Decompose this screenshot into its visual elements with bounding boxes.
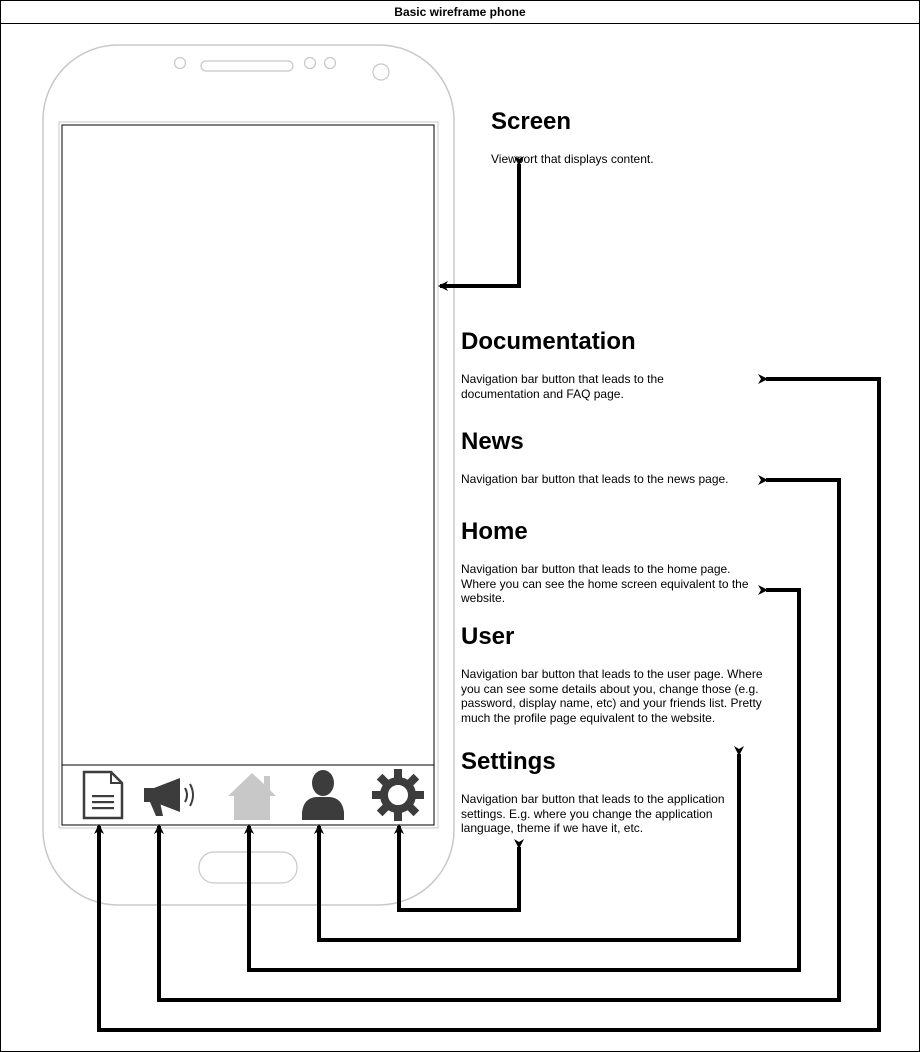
note-settings-heading: Settings bbox=[461, 748, 556, 775]
note-settings: Settings Navigation bar button that lead… bbox=[461, 748, 741, 836]
note-documentation-heading: Documentation bbox=[461, 328, 636, 355]
note-documentation-text: Navigation bar button that leads to the … bbox=[461, 372, 664, 401]
note-user-text: Navigation bar button that leads to the … bbox=[461, 667, 763, 725]
arrow-documentation bbox=[94, 374, 881, 1032]
connectors bbox=[94, 156, 881, 1032]
phone-sensor-mid bbox=[303, 56, 317, 70]
arrow-screen bbox=[438, 156, 524, 291]
phone-speaker bbox=[200, 60, 294, 72]
note-news-text: Navigation bar button that leads to the … bbox=[461, 472, 729, 486]
note-news-heading: News bbox=[461, 428, 524, 455]
phone-sensor-right bbox=[323, 56, 337, 70]
note-home: Home Navigation bar button that leads to… bbox=[461, 518, 751, 606]
note-screen-text: Viewport that displays content. bbox=[491, 152, 654, 166]
phone-sensor-left bbox=[173, 56, 187, 70]
note-screen: Screen Viewport that displays content. bbox=[491, 108, 711, 167]
diagram-title: Basic wireframe phone bbox=[1, 1, 919, 24]
note-user: User Navigation bar button that leads to… bbox=[461, 623, 781, 725]
arrow-user bbox=[314, 746, 744, 942]
note-home-heading: Home bbox=[461, 518, 528, 545]
note-settings-text: Navigation bar button that leads to the … bbox=[461, 792, 725, 835]
phone-camera bbox=[372, 63, 390, 81]
phone-screen bbox=[61, 124, 435, 826]
arrow-news bbox=[154, 475, 841, 1002]
note-user-heading: User bbox=[461, 623, 515, 650]
document-icon[interactable] bbox=[82, 770, 124, 820]
arrow-home bbox=[244, 585, 801, 972]
note-screen-heading: Screen bbox=[491, 108, 572, 135]
note-documentation: Documentation Navigation bar button that… bbox=[461, 328, 711, 401]
note-news: News Navigation bar button that leads to… bbox=[461, 428, 751, 487]
arrow-settings bbox=[394, 824, 524, 912]
note-home-text: Navigation bar button that leads to the … bbox=[461, 562, 749, 605]
